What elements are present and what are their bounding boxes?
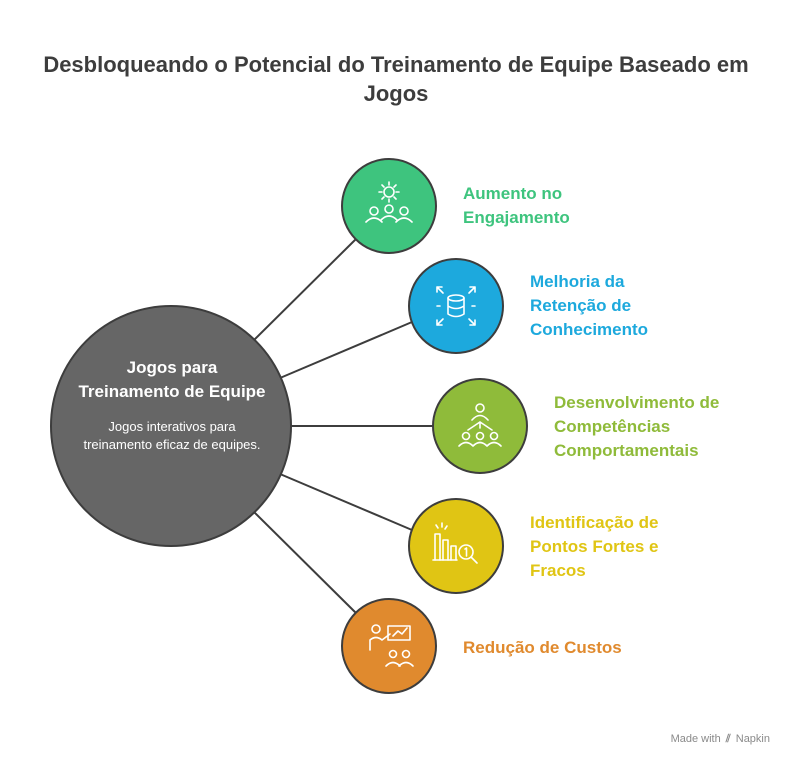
connector-4 (279, 473, 413, 531)
label-competencias: Desenvolvimento de Competências Comporta… (554, 393, 720, 460)
circle-custos (341, 598, 437, 694)
connector-1 (253, 237, 358, 341)
gear-people-icon (365, 181, 413, 223)
label-engajamento: Aumento no Engajamento (463, 184, 570, 227)
center-circle (50, 305, 292, 547)
center-title: Jogos para Treinamento de Equipe (78, 358, 266, 401)
footer-credit: Made with ⫽ Napkin (671, 733, 770, 746)
connectors (253, 237, 433, 615)
leader-team-icon (458, 403, 502, 447)
napkin-logo-icon: ⫽ (725, 733, 731, 745)
label-retencao: Melhoria da Retenção de Conhecimento (530, 272, 649, 339)
presenter-audience-icon (369, 624, 414, 667)
circle-engajamento (341, 158, 437, 254)
label-custos: Redução de Custos (463, 638, 622, 657)
circle-retencao (408, 258, 504, 354)
center-description: Jogos interativos para treinamento efica… (83, 419, 261, 452)
chart-magnifier-icon (432, 522, 478, 564)
database-arrows-icon (436, 286, 476, 326)
footer-made-with: Made with (670, 733, 721, 745)
label-identificacao: Identificação de Pontos Fortes e Fracos (530, 513, 659, 580)
footer-brand: Napkin (735, 733, 770, 745)
page-title: Desbloqueando o Potencial do Treinamento… (43, 52, 749, 106)
center-node: Jogos para Treinamento de Equipe Jogos i… (78, 356, 266, 454)
connector-5 (253, 511, 358, 615)
connector-2 (279, 321, 413, 379)
